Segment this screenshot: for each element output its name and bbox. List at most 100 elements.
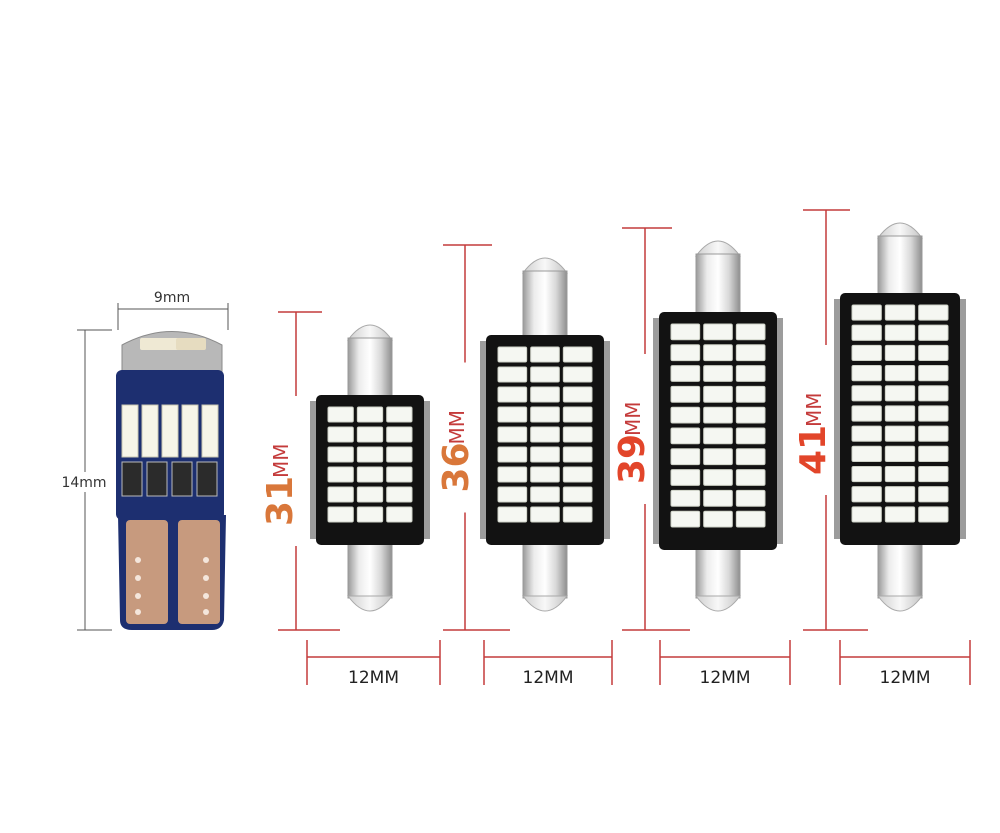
led-chip — [735, 323, 766, 341]
led-chip — [670, 448, 701, 466]
led-chip — [884, 365, 916, 382]
led-chip — [851, 465, 882, 483]
t10-width-label: 9mm — [154, 290, 190, 306]
led-chip — [703, 406, 733, 424]
led-chip — [386, 426, 413, 443]
led-chip — [703, 427, 733, 445]
led-chip — [884, 304, 916, 321]
led-chip — [735, 510, 766, 528]
led-chip — [918, 425, 949, 442]
led-chip — [735, 427, 766, 445]
t10-resistor — [146, 461, 168, 497]
led-chip — [356, 446, 384, 463]
bottom-metal-cap — [695, 541, 741, 599]
led-chip — [530, 446, 560, 463]
led-chip — [918, 385, 949, 402]
led-chip — [356, 466, 384, 483]
led-chip — [851, 445, 882, 462]
t10-contact-pad-right — [178, 520, 220, 624]
led-chip — [497, 506, 528, 523]
led-chip — [884, 506, 916, 523]
led-chip — [851, 486, 882, 503]
bottom-cap-tip — [522, 595, 568, 612]
led-chip — [670, 510, 701, 528]
led-chip — [562, 406, 593, 423]
led-chip — [327, 466, 354, 483]
led-chip — [703, 510, 733, 528]
led-chip — [703, 448, 733, 466]
t10-height-label: 14mm — [61, 475, 106, 491]
led-chip — [356, 426, 384, 443]
t10-led-strip — [121, 404, 139, 458]
led-chip — [884, 385, 916, 402]
length-number: 41 — [793, 425, 834, 475]
led-chip — [327, 426, 354, 443]
led-chip — [735, 365, 766, 382]
t10-resistor — [171, 461, 193, 497]
led-chip — [356, 506, 384, 523]
side-fin-left — [480, 341, 486, 539]
led-chip — [562, 366, 593, 383]
led-chip — [918, 344, 949, 362]
led-chip — [497, 486, 528, 503]
length-unit: MM — [445, 410, 469, 445]
width-label: 12MM — [700, 668, 751, 688]
bottom-metal-cap — [877, 536, 923, 599]
led-chip — [670, 427, 701, 445]
width-label: 12MM — [523, 668, 574, 688]
led-chip — [530, 426, 560, 443]
led-chip — [562, 426, 593, 443]
length-label-bg — [443, 362, 487, 513]
side-fin-left — [653, 318, 659, 544]
led-chip — [562, 346, 593, 363]
t10-led-strip — [161, 404, 179, 458]
led-chip — [356, 406, 384, 423]
side-fin-right — [424, 401, 430, 539]
bottom-metal-cap — [347, 536, 393, 599]
led-chip — [497, 386, 528, 403]
led-chip — [497, 426, 528, 443]
width-label: 12MM — [880, 668, 931, 688]
led-chip — [327, 486, 354, 503]
led-chip — [918, 465, 949, 483]
t10-resistor — [121, 461, 143, 497]
led-chip — [703, 365, 733, 382]
bottom-cap-tip — [347, 595, 393, 612]
led-chip — [327, 506, 354, 523]
led-chip — [562, 386, 593, 403]
led-chip — [851, 405, 882, 422]
led-chip — [735, 448, 766, 466]
t10-top-led — [140, 338, 180, 350]
led-chip — [497, 406, 528, 423]
side-fin-left — [834, 299, 840, 539]
t10-contact-pad-left — [126, 520, 168, 624]
bottom-cap-tip — [695, 595, 741, 612]
led-chip — [884, 344, 916, 362]
led-chip — [386, 486, 413, 503]
t10-resistor — [196, 461, 218, 497]
led-chip — [884, 425, 916, 442]
led-chip — [530, 466, 560, 483]
led-chip — [735, 406, 766, 424]
led-chip — [386, 506, 413, 523]
led-chip — [530, 406, 560, 423]
led-chip — [562, 506, 593, 523]
led-chip — [670, 344, 701, 362]
bottom-metal-cap — [522, 536, 568, 599]
led-chip — [918, 506, 949, 523]
led-chip — [735, 344, 766, 362]
led-chip — [497, 466, 528, 483]
side-fin-right — [960, 299, 966, 539]
led-chip — [884, 324, 916, 341]
led-chip — [918, 304, 949, 321]
top-metal-cap — [347, 337, 393, 404]
t10-led-strip — [141, 404, 159, 458]
length-number: 39 — [612, 434, 653, 484]
led-chip — [670, 489, 701, 507]
led-chip — [851, 344, 882, 362]
led-chip — [530, 386, 560, 403]
led-chip — [530, 506, 560, 523]
led-chip — [670, 469, 701, 486]
